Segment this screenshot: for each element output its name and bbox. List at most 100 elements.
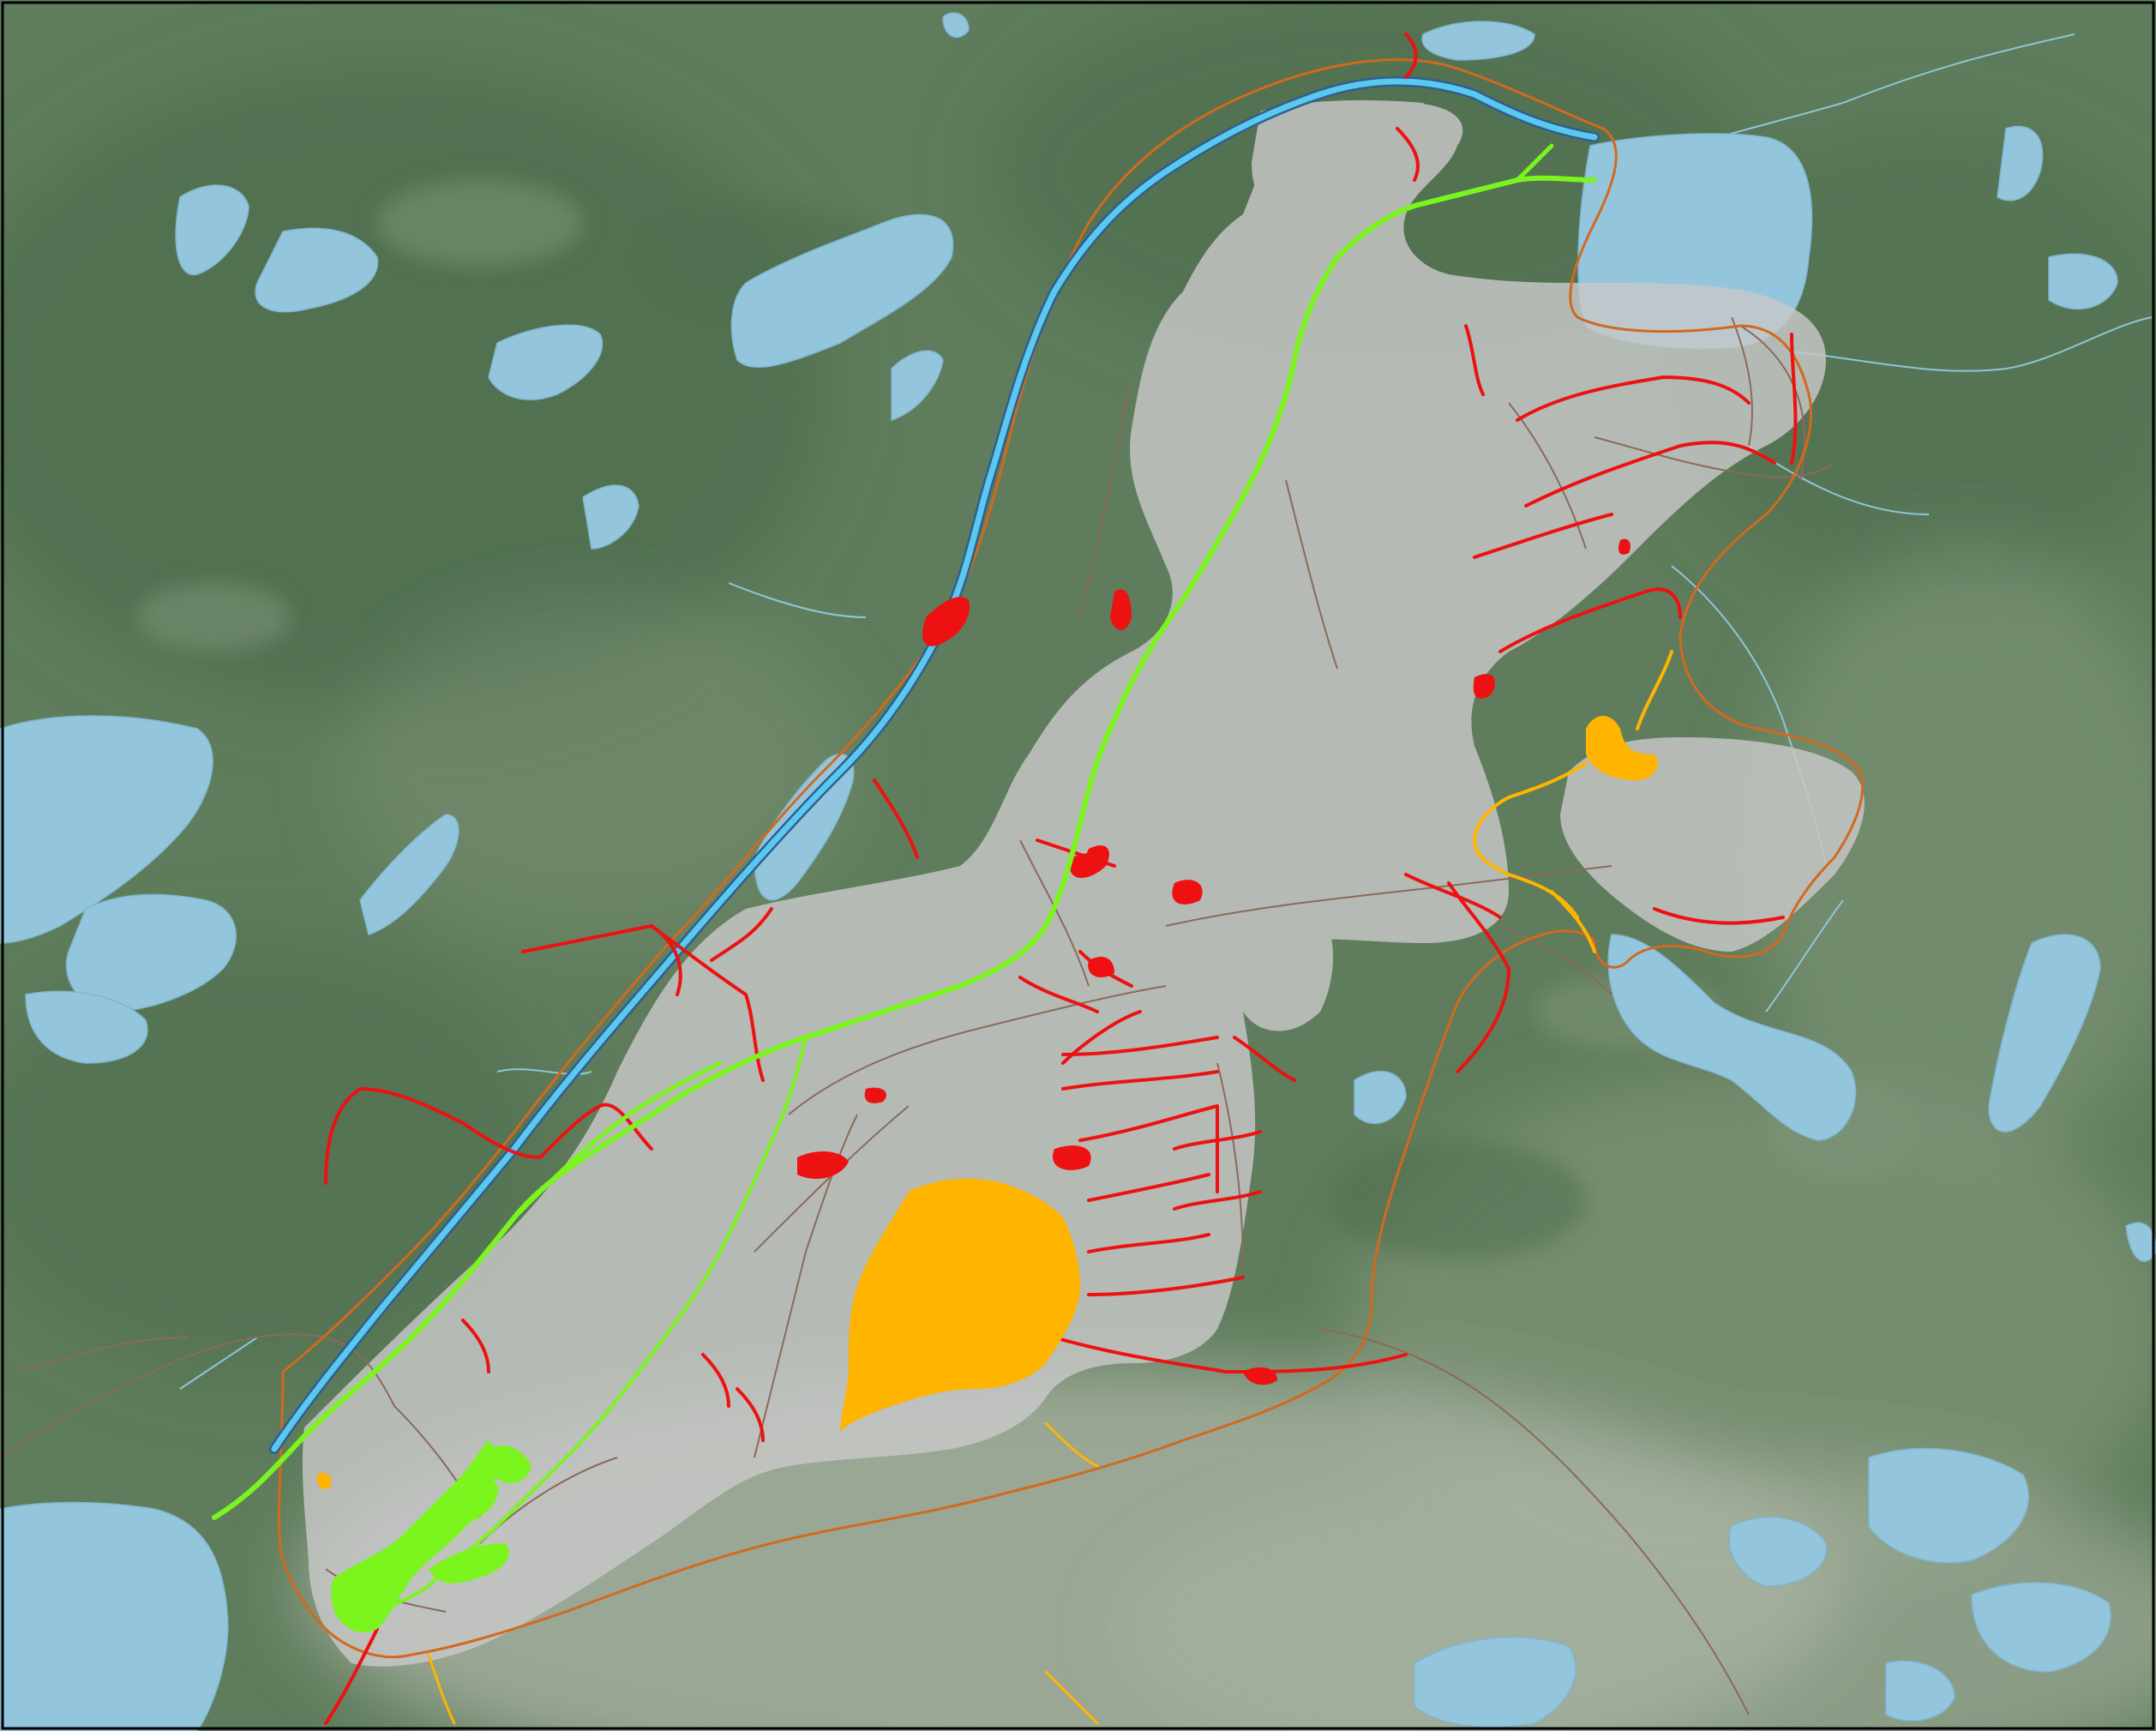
red-pond: [1172, 880, 1203, 905]
lake: [255, 227, 379, 313]
road: [1319, 1328, 1750, 1716]
green-wetland: [489, 1446, 531, 1483]
red-stream: [521, 924, 682, 996]
lake: [891, 350, 944, 422]
orange-stream: [1044, 1670, 1099, 1725]
red-pond: [864, 1087, 886, 1103]
creek-line: [728, 582, 867, 618]
lake: [1971, 1582, 2111, 1673]
red-stream: [1404, 873, 1502, 919]
road: [0, 1333, 395, 1458]
red-pond: [1473, 674, 1495, 699]
red-stream: [538, 1103, 653, 1159]
red-stream: [873, 778, 919, 859]
lake: [1607, 934, 1857, 1141]
green-wetland: [445, 1483, 498, 1524]
lake: [488, 324, 604, 400]
lake: [1988, 934, 2101, 1133]
red-pond: [1053, 1145, 1091, 1170]
lake: [2048, 253, 2118, 310]
red-stream: [1087, 1233, 1210, 1253]
green-stream-branch: [512, 1061, 723, 1220]
road: [1499, 925, 1612, 995]
orange-stream: [1044, 1421, 1099, 1468]
road: [1285, 479, 1338, 670]
road: [788, 985, 1167, 1115]
red-stream: [710, 907, 773, 962]
red-stream: [1087, 1276, 1245, 1296]
footprint-pad: [1228, 896, 1333, 1031]
red-pond: [1110, 589, 1132, 630]
red-stream: [1087, 1173, 1210, 1202]
imagery-green-patch: [377, 180, 583, 266]
red-stream: [324, 1627, 379, 1725]
red-stream: [324, 1087, 542, 1185]
red-stream: [1233, 1036, 1296, 1082]
red-stream: [736, 1387, 765, 1442]
road: [1216, 1062, 1244, 1270]
creek-line: [1791, 316, 2153, 372]
lake: [25, 990, 148, 1064]
lake: [1414, 1636, 1576, 1728]
lake: [0, 1501, 229, 1731]
green-ponds: [331, 1440, 531, 1632]
red-stream: [1061, 1036, 1219, 1056]
red-pond: [1619, 538, 1631, 555]
red-stream: [1173, 1190, 1262, 1211]
green-stream-main: [212, 175, 1597, 1520]
orange-stream: [1550, 890, 1596, 953]
red-stream: [1404, 33, 1418, 79]
red-stream: [1061, 1010, 1142, 1065]
red-pond: [1088, 956, 1114, 977]
road: [1731, 316, 1753, 447]
road: [1019, 839, 1090, 987]
red-stream: [1524, 441, 1776, 508]
footprint-north-pad: [1252, 100, 1443, 224]
imagery-green-patch: [137, 583, 291, 652]
lake: [0, 715, 213, 944]
lake: [1885, 1660, 1955, 1722]
orange-pit-lake: [840, 1178, 1080, 1432]
lakes: [0, 12, 2156, 1731]
red-stream: [701, 1353, 730, 1408]
creek-line: [1765, 899, 1844, 1013]
red-stream: [461, 1319, 490, 1373]
lake: [1354, 1071, 1407, 1124]
road: [1165, 865, 1612, 927]
lake: [1728, 1516, 1828, 1587]
green-wetland: [331, 1440, 498, 1632]
red-pond: [797, 1151, 849, 1179]
red-watercourses: [324, 33, 1798, 1725]
red-stream: [1053, 1336, 1408, 1373]
red-stream: [1790, 333, 1798, 465]
red-ponds: [797, 538, 1631, 1385]
red-stream: [1498, 587, 1682, 653]
road: [1594, 436, 1835, 478]
green-wetland: [429, 1543, 509, 1584]
creek-line: [496, 1068, 592, 1075]
orange-water-features: [316, 650, 1673, 1725]
red-stream: [1447, 881, 1510, 1073]
red-pond: [1243, 1367, 1277, 1385]
imagery-dark-patch: [1329, 1140, 1586, 1260]
green-stream-branch: [504, 1036, 808, 1519]
creek-line: [179, 1337, 258, 1390]
lake: [942, 12, 970, 39]
imagery-light-clearing: [343, 600, 857, 943]
red-stream: [1473, 513, 1613, 559]
road: [16, 1337, 189, 1373]
red-stream: [1018, 976, 1099, 1013]
red-stream: [1173, 1130, 1262, 1151]
red-stream: [1396, 127, 1420, 182]
lake: [754, 754, 855, 901]
red-stream: [1078, 1104, 1220, 1193]
orange-stream: [427, 1653, 456, 1725]
lake: [1997, 125, 2044, 201]
orange-stream: [1472, 761, 1588, 919]
red-pond: [1070, 851, 1108, 878]
orange-stream: [1636, 650, 1673, 730]
lake: [1868, 1447, 2029, 1564]
